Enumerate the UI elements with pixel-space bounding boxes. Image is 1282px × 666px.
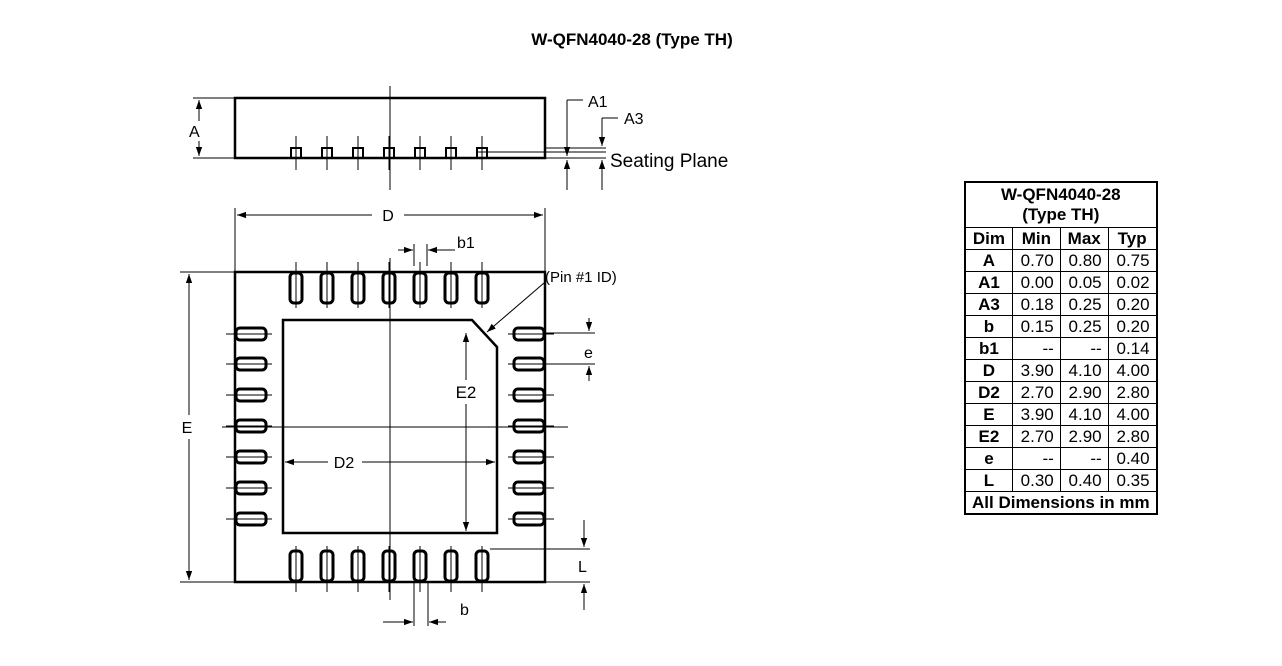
label-D: D xyxy=(382,208,394,225)
label-L: L xyxy=(578,559,587,576)
dim-max: -- xyxy=(1059,447,1109,470)
dim-max: 0.05 xyxy=(1059,271,1109,294)
dim-min: 2.70 xyxy=(1011,425,1061,448)
label-b1: b1 xyxy=(457,235,475,252)
drawing-title: W-QFN4040-28 (Type TH) xyxy=(531,30,733,49)
dim-min: 0.18 xyxy=(1011,293,1061,316)
dim-typ: 2.80 xyxy=(1107,381,1158,404)
bottom-view: D b1 (Pin #1 ID) e E2 E D2 xyxy=(180,208,617,626)
dim-typ: 0.35 xyxy=(1107,469,1158,492)
table-caption-line2: (Type TH) xyxy=(1022,205,1100,224)
dim-min: 0.15 xyxy=(1011,315,1061,338)
label-A: A xyxy=(189,124,200,141)
dimensions-table: W-QFN4040-28 (Type TH) Dim Min Max Typ A… xyxy=(964,181,1158,515)
header-max: Max xyxy=(1059,227,1109,250)
dim-name: E xyxy=(964,403,1013,426)
header-dim: Dim xyxy=(964,227,1013,250)
table-footer: All Dimensions in mm xyxy=(964,491,1158,515)
label-e: e xyxy=(584,345,593,362)
dim-min: 0.00 xyxy=(1011,271,1061,294)
dim-name: e xyxy=(964,447,1013,470)
label-D2: D2 xyxy=(334,455,355,472)
exposed-pad xyxy=(281,318,499,535)
dim-name: A xyxy=(964,249,1013,272)
table-caption-line1: W-QFN4040-28 xyxy=(1000,185,1121,204)
dim-min: 3.90 xyxy=(1011,359,1061,382)
label-E2: E2 xyxy=(456,383,477,402)
dim-typ: 0.40 xyxy=(1107,447,1158,470)
dim-min: -- xyxy=(1011,337,1061,360)
dim-typ: 2.80 xyxy=(1107,425,1158,448)
dim-name: b xyxy=(964,315,1013,338)
dim-max: 2.90 xyxy=(1059,425,1109,448)
dim-max: 0.25 xyxy=(1059,293,1109,316)
label-b: b xyxy=(460,602,469,619)
dim-name: A1 xyxy=(964,271,1013,294)
dim-max: 4.10 xyxy=(1059,359,1109,382)
dim-max: 0.80 xyxy=(1059,249,1109,272)
label-E: E xyxy=(182,420,193,437)
dim-min: 3.90 xyxy=(1011,403,1061,426)
dim-min: -- xyxy=(1011,447,1061,470)
table-caption: W-QFN4040-28 (Type TH) xyxy=(964,181,1158,228)
label-A1: A1 xyxy=(588,94,608,111)
dim-max: 2.90 xyxy=(1059,381,1109,404)
dim-name: A3 xyxy=(964,293,1013,316)
dim-typ: 0.20 xyxy=(1107,315,1158,338)
header-typ: Typ xyxy=(1107,227,1158,250)
label-seating-plane: Seating Plane xyxy=(610,151,728,172)
dim-typ: 4.00 xyxy=(1107,359,1158,382)
dim-max: 0.25 xyxy=(1059,315,1109,338)
dim-typ: 0.20 xyxy=(1107,293,1158,316)
dim-name: D2 xyxy=(964,381,1013,404)
table-row: e----0.40 xyxy=(964,447,1158,470)
header-min: Min xyxy=(1011,227,1061,250)
side-view-leads xyxy=(290,136,488,170)
dim-typ: 0.75 xyxy=(1107,249,1158,272)
table-row: b1----0.14 xyxy=(964,337,1158,360)
dim-max: 4.10 xyxy=(1059,403,1109,426)
package-outline-drawing: A A1 A3 Seating Plane D b1 (Pin #1 ID) e xyxy=(180,86,728,626)
dim-name: E2 xyxy=(964,425,1013,448)
label-A3: A3 xyxy=(624,111,644,128)
dim-min: 2.70 xyxy=(1011,381,1061,404)
table-header-row: Dim Min Max Typ xyxy=(964,227,1158,250)
side-view: A A1 A3 Seating Plane xyxy=(189,86,728,190)
dim-typ: 4.00 xyxy=(1107,403,1158,426)
dim-min: 0.70 xyxy=(1011,249,1061,272)
dim-max: 0.40 xyxy=(1059,469,1109,492)
dim-min: 0.30 xyxy=(1011,469,1061,492)
label-pin1-id: (Pin #1 ID) xyxy=(545,269,617,286)
dim-name: b1 xyxy=(964,337,1013,360)
dim-typ: 0.02 xyxy=(1107,271,1158,294)
dim-typ: 0.14 xyxy=(1107,337,1158,360)
dim-max: -- xyxy=(1059,337,1109,360)
dim-name: L xyxy=(964,469,1013,492)
bottom-view-leads xyxy=(226,262,554,592)
dim-name: D xyxy=(964,359,1013,382)
